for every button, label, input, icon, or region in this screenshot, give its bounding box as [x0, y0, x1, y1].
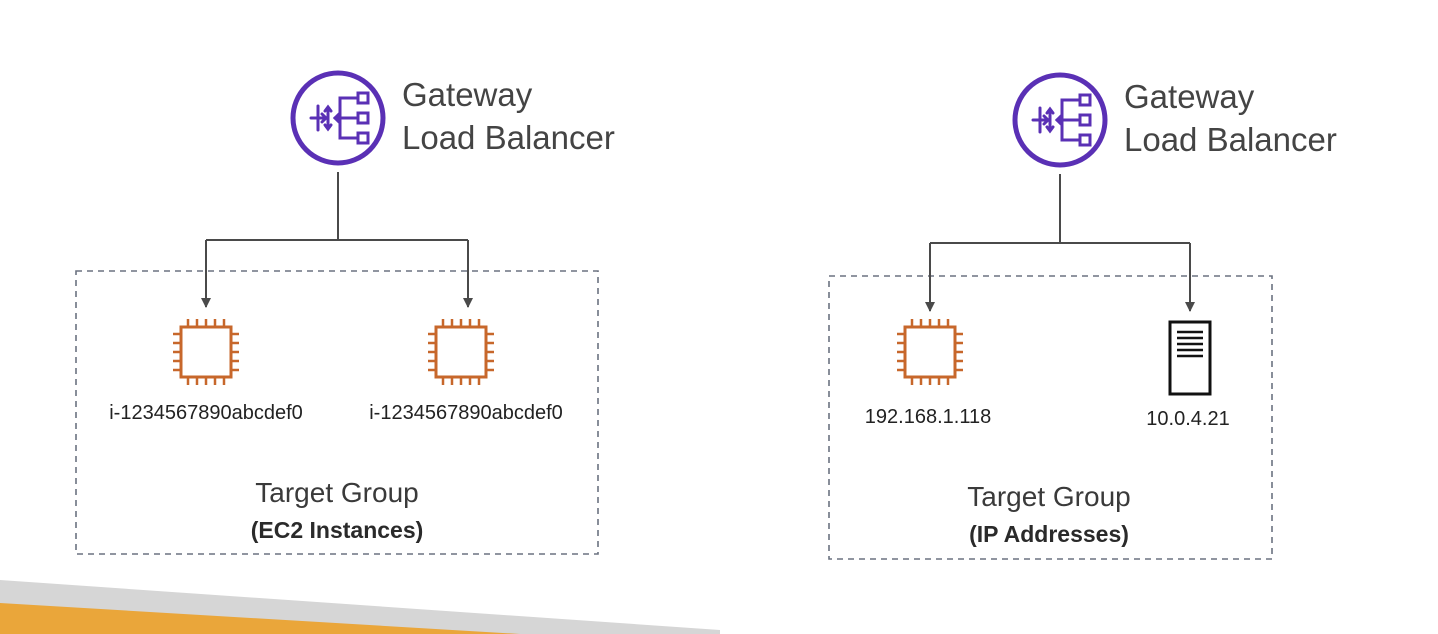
target-group-subtitle: (EC2 Instances) [250, 517, 424, 543]
diagram-right [828, 72, 1273, 560]
target-group-subtitle: (IP Addresses) [969, 521, 1129, 547]
target-group-box [75, 270, 599, 555]
ec2-instance-icon [173, 319, 239, 385]
load-balancer-title-line2: Load Balancer [402, 119, 615, 156]
load-balancer-title-line2: Load Balancer [1124, 121, 1337, 158]
server-icon [1168, 320, 1212, 396]
gateway-load-balancer-icon [290, 70, 386, 166]
target-label: 192.168.1.118 [864, 406, 992, 428]
footer-orange-stripe [0, 603, 520, 634]
diagram-left [75, 70, 599, 555]
ec2-instance-icon [428, 319, 494, 385]
target-label: 10.0.4.21 [1146, 408, 1230, 430]
ec2-instance-icon [897, 319, 963, 385]
target-label: i-1234567890abcdef0 [369, 402, 563, 424]
load-balancer-title-line1: Gateway [1124, 78, 1255, 115]
load-balancer-title: Gateway Load Balancer [1124, 75, 1337, 161]
target-group-title: Target Group [255, 477, 419, 508]
connector-lines [201, 172, 473, 308]
target-group-box [828, 275, 1273, 560]
target-group-title: Target Group [967, 481, 1131, 512]
gateway-load-balancer-icon [1012, 72, 1108, 168]
load-balancer-title: Gateway Load Balancer [402, 73, 615, 159]
connector-lines [925, 174, 1195, 312]
load-balancer-title-line1: Gateway [402, 76, 533, 113]
footer-band [0, 580, 720, 634]
target-label: i-1234567890abcdef0 [109, 402, 303, 424]
